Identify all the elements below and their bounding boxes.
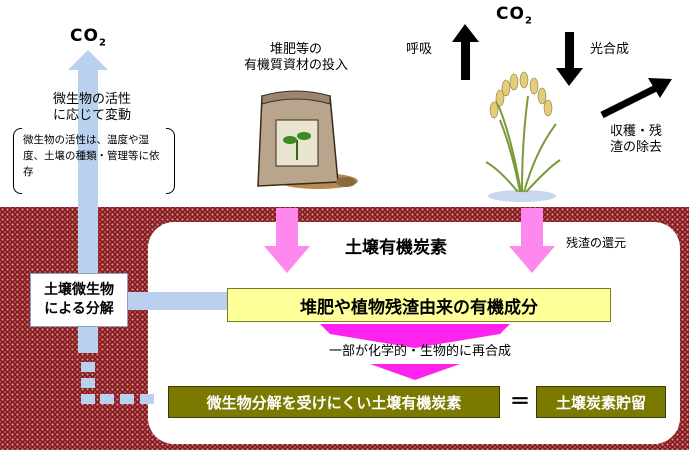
harvest-removal-label: 収穫・残 渣の除去 <box>609 124 662 156</box>
residue-return-label: 残渣の還元 <box>566 236 627 250</box>
rice-plant-icon <box>485 71 561 202</box>
carbon-storage-box: 土壌炭素貯留 <box>536 386 666 418</box>
compost-input-label: 堆肥等の 有機質資材の投入 <box>243 42 348 74</box>
residue-return-arrow <box>509 208 555 273</box>
organic-component-box: 堆肥や植物残渣由来の有機成分 <box>227 288 611 322</box>
co2-label-left: CO2 <box>70 26 107 49</box>
resynthesis-arrow <box>320 324 510 380</box>
microbe-activity-note: 微生物の活性は、温度や湿度、土壌の種類・管理等に依存 <box>23 134 160 178</box>
note-bracket-left <box>13 128 22 194</box>
co2-label-right: CO2 <box>496 4 533 27</box>
photosynthesis-label: 光合成 <box>590 42 630 57</box>
arrow-down-icon <box>556 32 583 86</box>
compost-input-arrow <box>264 208 310 273</box>
respiration-label: 呼吸 <box>406 42 433 57</box>
dotted-connector <box>81 362 154 404</box>
arrow-up-icon <box>452 24 479 80</box>
resistant-carbon-box: 微生物分解を受けにくい土壌有機炭素 <box>168 386 500 418</box>
decomposition-arrow <box>68 50 228 353</box>
resynthesis-label: 一部が化学的・生物的に再合成 <box>328 344 511 359</box>
compost-bag-icon <box>257 90 358 189</box>
microbial-decomposition-box: 土壌微生物 による分解 <box>30 273 128 327</box>
activity-variation-label: 微生物の活性 に応じて変動 <box>52 92 131 124</box>
arrow-up-right-icon <box>600 78 672 119</box>
soil-organic-carbon-title: 土壌有機炭素 <box>345 238 447 258</box>
equals-sign: ＝ <box>510 389 530 413</box>
